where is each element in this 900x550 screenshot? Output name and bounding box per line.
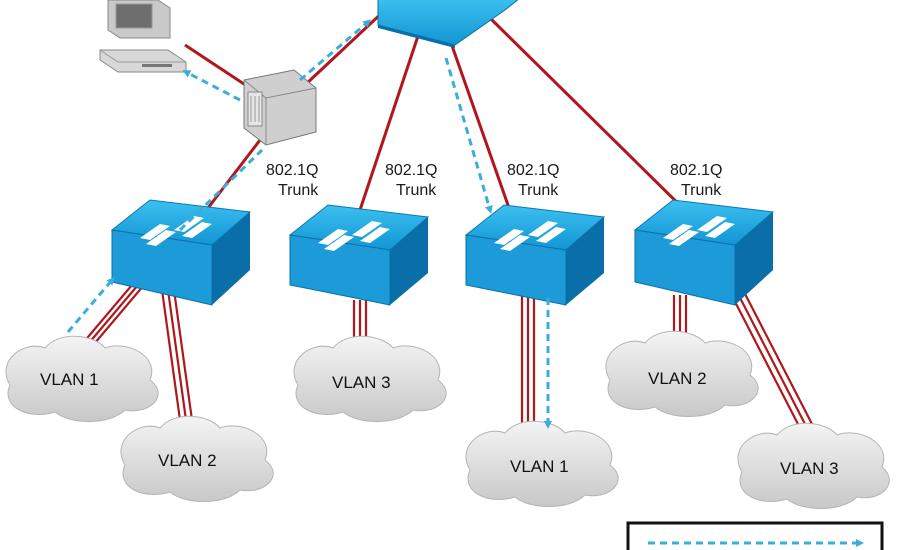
svg-text:802.1Q: 802.1Q — [670, 162, 722, 179]
svg-text:Trunk: Trunk — [681, 182, 722, 199]
trunk-link-router — [303, 8, 387, 87]
switch-icon[interactable] — [288, 204, 430, 306]
cloud-icon — [5, 330, 890, 509]
trunk-link-pc — [184, 43, 251, 90]
traffic-flow — [66, 19, 552, 429]
svg-text:802.1Q: 802.1Q — [507, 162, 559, 179]
trunk-label: 802.1Q Trunk — [507, 162, 559, 199]
flow-router-to-pc — [182, 70, 241, 102]
vlan-label: VLAN 3 — [332, 373, 391, 392]
vlan-label: VLAN 2 — [648, 369, 707, 388]
vlan-label: VLAN 1 — [40, 370, 99, 389]
vlan-label: VLAN 2 — [158, 451, 217, 470]
trunk-link-switch-3 — [448, 39, 517, 226]
router-icon[interactable] — [243, 69, 317, 146]
cloud-vlan-1-left — [5, 335, 159, 422]
cloud-vlan-3-right — [737, 422, 890, 509]
flow-core-to-switch3 — [444, 57, 493, 214]
access-links — [76, 284, 813, 430]
switch-icon[interactable] — [633, 199, 775, 306]
cloud-vlan-1-right — [465, 420, 619, 507]
flow-router-to-core — [299, 19, 372, 82]
svg-text:Trunk: Trunk — [278, 182, 319, 199]
trunk-link-switch-2 — [353, 29, 422, 226]
svg-text:Trunk: Trunk — [396, 182, 437, 199]
cloud-vlan-2-left — [120, 415, 274, 502]
multilayer-switch-icon[interactable] — [377, 0, 520, 48]
trunk-label: 802.1Q Trunk — [385, 162, 437, 199]
switch-icon[interactable] — [464, 204, 606, 306]
cloud-vlan-3-mid — [293, 335, 447, 422]
trunk-link-switch-4 — [488, 16, 702, 227]
vlan-label: VLAN 1 — [510, 457, 569, 476]
trunk-links — [184, 8, 702, 227]
switch-icon[interactable] — [110, 199, 252, 306]
vlan-label: VLAN 3 — [780, 459, 839, 478]
trunk-label: 802.1Q Trunk — [266, 162, 319, 199]
svg-text:802.1Q: 802.1Q — [266, 162, 318, 179]
trunk-label: 802.1Q Trunk — [670, 162, 722, 199]
pc-icon[interactable] — [99, 0, 187, 73]
svg-text:Trunk: Trunk — [518, 182, 559, 199]
cloud-vlan-2-right — [605, 330, 759, 417]
legend — [626, 521, 884, 550]
svg-text:802.1Q: 802.1Q — [385, 162, 437, 179]
